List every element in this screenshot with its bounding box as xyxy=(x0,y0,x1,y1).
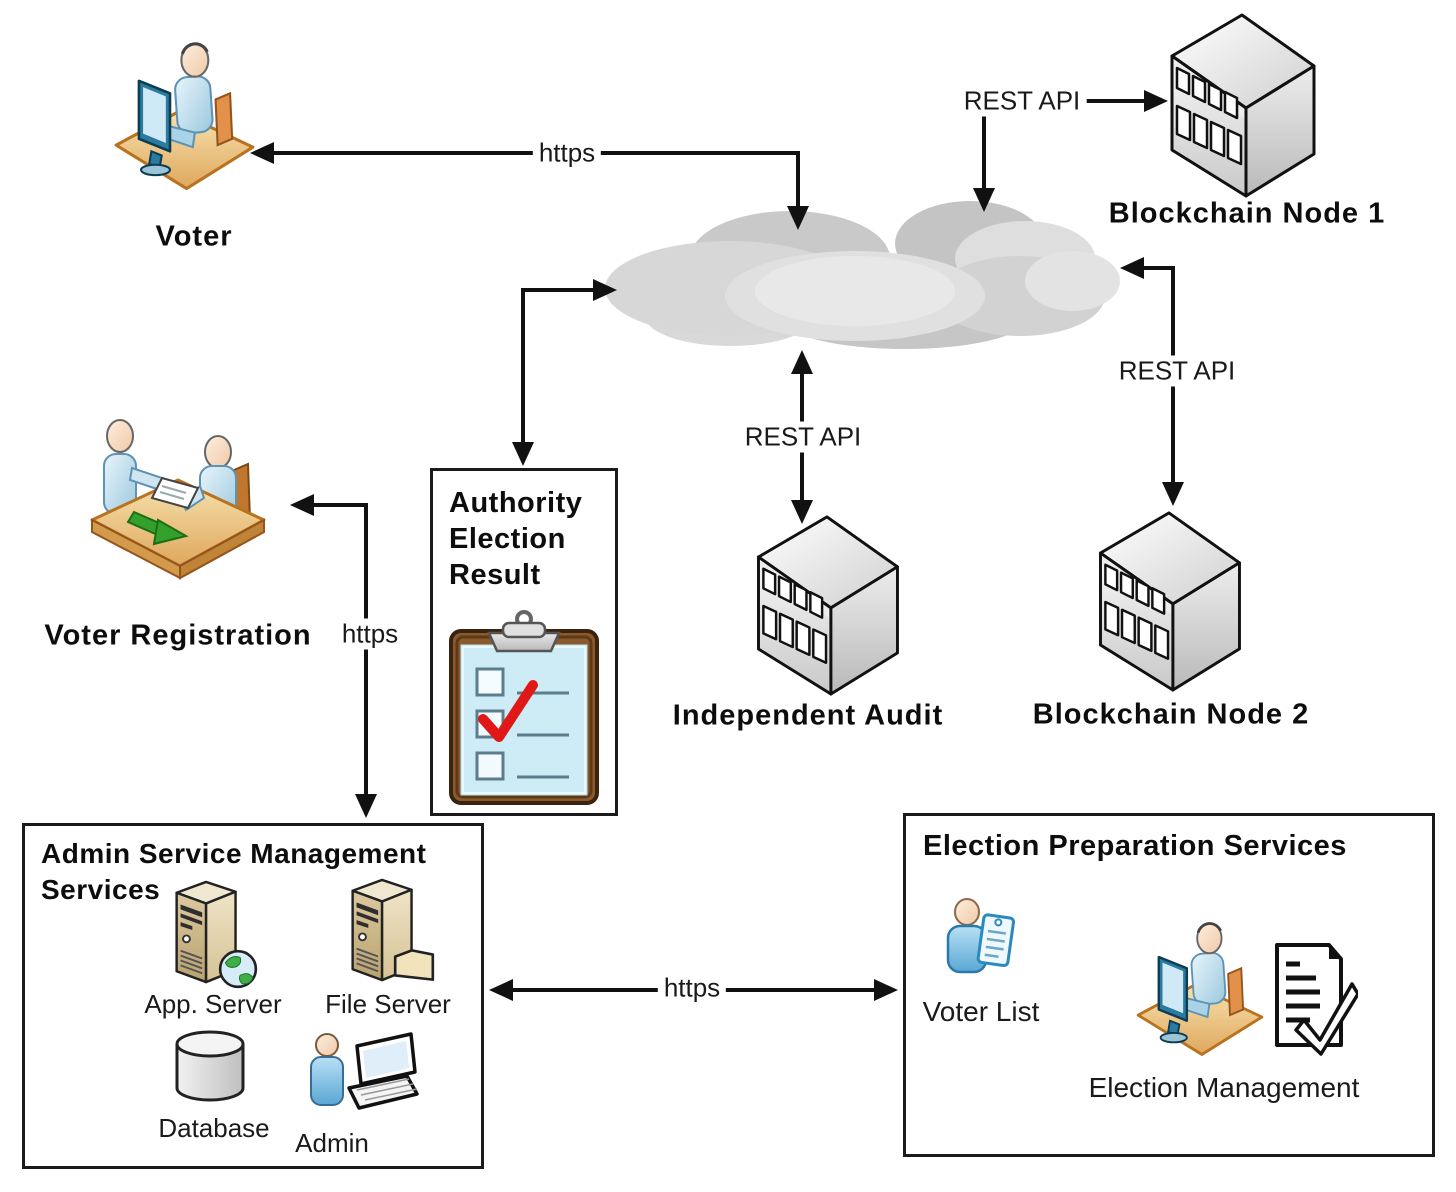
independent-audit-label: Independent Audit xyxy=(672,699,944,732)
admin-services-title: Admin Service Management Services xyxy=(41,838,427,905)
authority-cloud-arrowhead-right xyxy=(593,279,617,301)
https-label-voter-cloud: https xyxy=(532,137,602,169)
admin-services-box: Admin Service Management Services App. S… xyxy=(22,823,484,1169)
node2-cloud-line-h xyxy=(1142,266,1175,270)
app-server-label: App. Server xyxy=(144,989,282,1019)
election-management-person-icon xyxy=(1124,912,1276,1062)
authority-election-result-title: Authority Election Result xyxy=(449,487,583,591)
registration-admin-line-h xyxy=(312,503,368,507)
election-result-clipboard-icon xyxy=(445,607,603,807)
node1-cloud-line-v xyxy=(982,112,986,190)
independent-audit-building-icon xyxy=(752,512,902,696)
network-cloud-icon xyxy=(605,196,1125,354)
authority-cloud-line-h xyxy=(521,288,595,292)
authority-arrowhead-down xyxy=(512,442,534,466)
audit-cloud-arrowhead-up xyxy=(791,350,813,374)
file-server-folder-icon xyxy=(391,944,437,986)
cloud-puff xyxy=(1025,251,1120,311)
node1-line-h xyxy=(1082,99,1146,103)
database-icon xyxy=(173,1028,247,1106)
blockchain-node2-label: Blockchain Node 2 xyxy=(1032,698,1310,731)
node2-cloud-arrowhead-down xyxy=(1162,482,1184,506)
rest-api-label-node1: REST API xyxy=(957,85,1087,117)
audit-cloud-arrowhead-down xyxy=(791,500,813,524)
node2-cloud-arrowhead-left xyxy=(1120,257,1144,279)
blockchain-node1-building-icon xyxy=(1166,10,1318,198)
voter-registration-icon xyxy=(82,408,272,598)
voter-label: Voter xyxy=(155,220,233,253)
registration-arrowhead-left xyxy=(290,494,314,516)
cloud-puff xyxy=(755,256,955,326)
database-label: Database xyxy=(158,1113,270,1143)
https-label-registration-admin: https xyxy=(335,618,405,650)
authority-election-result-box: Authority Election Result xyxy=(430,468,618,816)
voter-at-computer-icon xyxy=(112,30,257,198)
voter-cloud-arrowhead-down xyxy=(787,206,809,230)
blockchain-node2-building-icon xyxy=(1094,508,1244,692)
rest-api-label-audit: REST API xyxy=(738,421,868,453)
voter-cloud-arrowhead-left xyxy=(250,142,274,164)
admin-prep-arrowhead-right xyxy=(874,979,898,1001)
https-label-admin-prep: https xyxy=(657,972,727,1004)
voter-list-label: Voter List xyxy=(922,996,1040,1027)
file-server-label: File Server xyxy=(325,989,451,1019)
election-management-label: Election Management xyxy=(1088,1072,1360,1103)
blockchain-node1-label: Blockchain Node 1 xyxy=(1108,197,1386,230)
voter-cloud-line-v xyxy=(796,151,800,208)
node1-arrowhead-right xyxy=(1144,90,1168,112)
node1-cloud-arrowhead-down xyxy=(973,188,995,212)
admin-label: Admin xyxy=(295,1128,369,1158)
voter-registration-label: Voter Registration xyxy=(44,619,312,652)
registration-admin-arrowhead-down xyxy=(355,794,377,818)
admin-user-laptop-icon xyxy=(307,1030,419,1118)
election-management-doccheck-icon xyxy=(1274,942,1358,1058)
admin-prep-arrowhead-left xyxy=(489,979,513,1001)
election-preparation-title: Election Preparation Services xyxy=(923,830,1347,862)
app-server-globe-icon xyxy=(217,948,259,990)
rest-api-label-node2: REST API xyxy=(1112,355,1242,387)
authority-cloud-line-v xyxy=(521,290,525,444)
election-preparation-box: Election Preparation Services Voter List… xyxy=(903,813,1435,1157)
voter-list-icon xyxy=(944,896,1016,980)
registration-admin-line-v xyxy=(364,503,368,796)
